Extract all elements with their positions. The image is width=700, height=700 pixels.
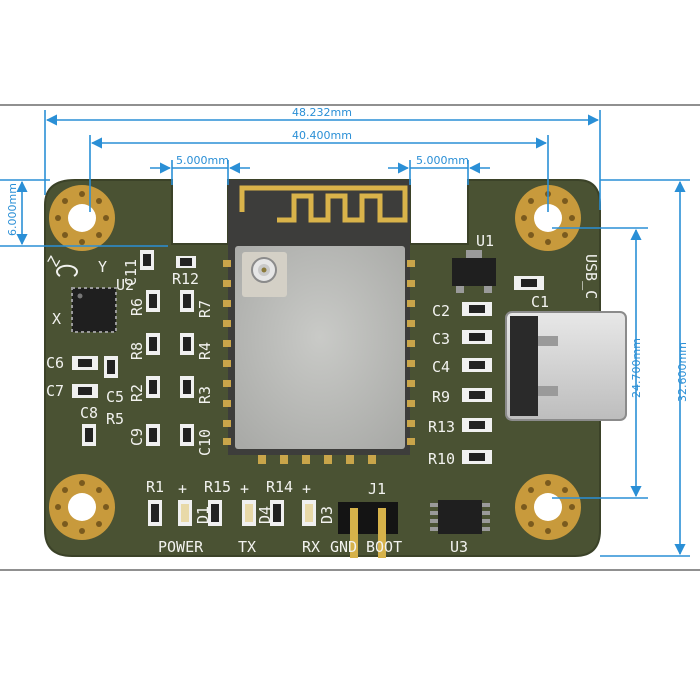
ufl-connector-icon [251, 257, 277, 283]
label-axis-y: Y [98, 258, 107, 276]
label-c11: C11 [122, 259, 140, 286]
label-u3: U3 [450, 538, 468, 556]
label-c9: C9 [128, 428, 146, 446]
ic-chip-u3 [430, 500, 490, 534]
antenna-trace-icon [239, 185, 408, 223]
pin-header-icon [338, 502, 398, 558]
label-j1: J1 [368, 480, 386, 498]
label-c5: C5 [106, 388, 124, 406]
label-r7: R7 [196, 300, 214, 318]
label-u2: U2 [116, 276, 134, 294]
dimension-labels: 48.232mm 40.400mm 5.000mm 5.000mm 6.000m… [6, 106, 689, 402]
label-c4: C4 [432, 358, 450, 376]
label-plus-2: + [240, 480, 249, 498]
wifi-module [223, 180, 415, 464]
label-r4: R4 [196, 342, 214, 360]
label-c6: C6 [46, 354, 64, 372]
dim-hole-offset-top: 6.000mm [6, 183, 19, 236]
label-gnd: GND [330, 538, 357, 556]
label-d4: D4 [256, 506, 274, 524]
mounting-hole-icon [515, 474, 581, 540]
label-c7: C7 [46, 382, 64, 400]
smd-components [72, 250, 544, 526]
imu-chip [71, 287, 117, 333]
dim-notch-left: 5.000mm [176, 154, 229, 167]
silkscreen-labels: U1 U2 U3 J1 USB_C C1 C2 C3 C4 R9 R13 R10… [44, 232, 600, 556]
label-c8: C8 [80, 404, 98, 422]
label-r5: R5 [106, 410, 124, 428]
label-r6: R6 [128, 298, 146, 316]
label-c10: C10 [196, 429, 214, 456]
label-r8: R8 [128, 342, 146, 360]
dim-overall-width: 48.232mm [292, 106, 352, 119]
label-u1: U1 [476, 232, 494, 250]
label-axis-x: X [52, 310, 61, 328]
label-r12: R12 [172, 270, 199, 288]
label-c1: C1 [531, 293, 549, 311]
label-d1: D1 [194, 506, 212, 524]
label-r9: R9 [432, 388, 450, 406]
dim-hole-spacing-x: 40.400mm [292, 129, 352, 142]
mounting-hole-icon [515, 185, 581, 251]
label-c3: C3 [432, 330, 450, 348]
label-c2: C2 [432, 302, 450, 320]
dimension-lines [0, 110, 690, 557]
label-power: POWER [158, 538, 204, 556]
label-r13: R13 [428, 418, 455, 436]
label-d3: D3 [318, 506, 336, 524]
mounting-hole-icon [49, 185, 115, 251]
voltage-regulator [452, 250, 496, 293]
label-r14: R14 [266, 478, 293, 496]
label-r15: R15 [204, 478, 231, 496]
label-r3: R3 [196, 386, 214, 404]
label-r1: R1 [146, 478, 164, 496]
label-plus-1: + [178, 480, 187, 498]
label-rx: RX [302, 538, 320, 556]
label-r2: R2 [128, 384, 146, 402]
dim-notch-right: 5.000mm [416, 154, 469, 167]
axis-rotation-icon [56, 264, 78, 277]
label-usb-c: USB_C [582, 254, 600, 299]
label-r10: R10 [428, 450, 455, 468]
usb-c-connector-icon [505, 311, 627, 421]
dim-overall-height: 32.600mm [676, 342, 689, 402]
label-plus-3: + [302, 480, 311, 498]
dim-hole-spacing-y: 24.700mm [630, 338, 643, 398]
label-tx: TX [238, 538, 256, 556]
mounting-hole-icon [49, 474, 115, 540]
label-boot: BOOT [366, 538, 402, 556]
